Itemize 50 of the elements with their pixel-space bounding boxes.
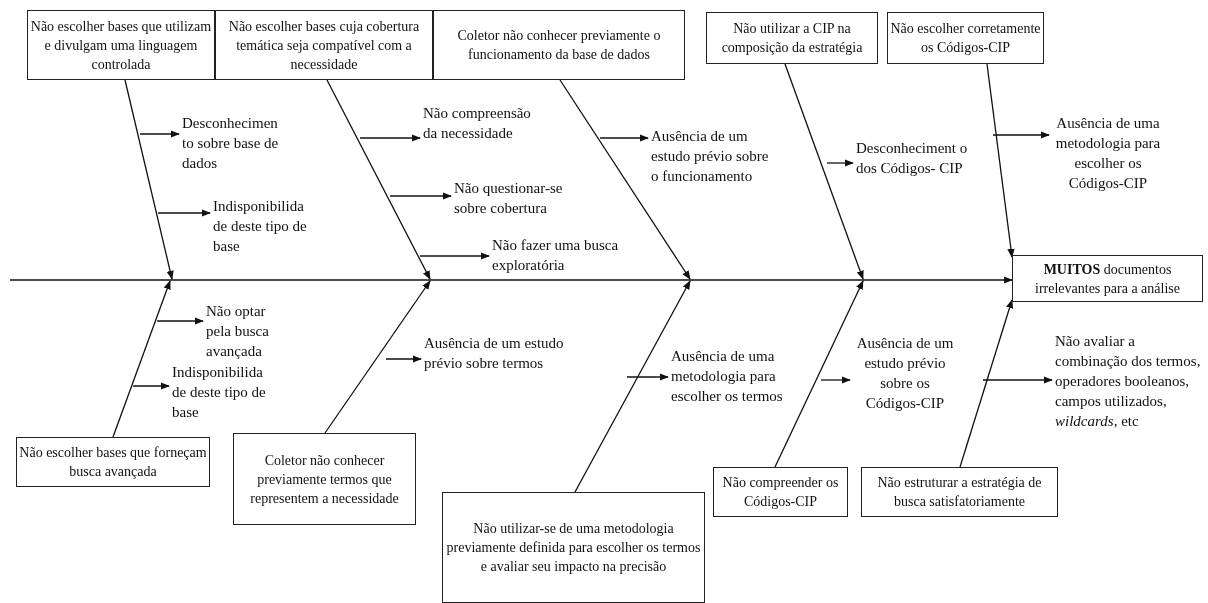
- arrow: [157, 209, 211, 217]
- sub-cause-text: Indisponibilida de deste tipo de base: [172, 362, 278, 424]
- arrow: [626, 373, 669, 381]
- cause-box: Não escolher bases que utilizam e divulgam uma linguagem controlada: [27, 10, 215, 80]
- sub-cause-text: Ausência de um estudo prévio sobre os Códigos-CIP: [853, 333, 957, 417]
- arrow: [359, 134, 421, 142]
- arrow: [132, 382, 170, 390]
- sub-cause-text: Ausência de um estudo prévio sobre o funcionamento: [651, 126, 773, 208]
- arrow: [820, 376, 851, 384]
- cause-box: Não escolher corretamente os Códigos-CIP: [887, 12, 1044, 64]
- sub-cause-text: Não avaliar a combinação dos termos, operadores booleanos, campos utilizados, wildcards, etc: [1055, 331, 1203, 453]
- sub-cause-text: Não compreensão da necessidade: [423, 103, 541, 165]
- arrow: [992, 131, 1050, 139]
- arrow: [784, 63, 864, 280]
- arrow: [326, 79, 431, 280]
- sub-cause-text: Indisponibilida de deste tipo de base: [213, 196, 319, 258]
- arrow: [774, 280, 864, 468]
- arrow: [574, 280, 691, 493]
- sub-cause-text: Ausência de uma metodologia para escolher os Códigos-CIP: [1052, 113, 1164, 215]
- arrow: [139, 130, 180, 138]
- arrow: [826, 159, 854, 167]
- cause-box: Não estruturar a estratégia de busca satisfatoriamente: [861, 467, 1058, 517]
- arrow: [9, 276, 1013, 284]
- cause-box: Não utilizar a CIP na composição da estratégia: [706, 12, 878, 64]
- arrow: [599, 134, 649, 142]
- sub-cause-text: Ausência de uma metodologia para escolher os termos: [671, 346, 793, 430]
- cause-box: Coletor não conhecer previamente termos que representem a necessidade: [233, 433, 416, 525]
- sub-cause-text: Não optar pela busca avançada: [206, 301, 294, 363]
- arrow: [112, 280, 171, 438]
- arrow: [385, 355, 422, 363]
- sub-cause-text: Ausência de um estudo prévio sobre termos: [424, 333, 596, 375]
- cause-box: Não escolher bases cuja cobertura temática seja compatível com a necessidade: [215, 10, 433, 80]
- sub-cause-text: Não fazer uma busca exploratória: [492, 235, 632, 277]
- arrow: [324, 280, 431, 434]
- arrow: [559, 79, 691, 280]
- arrow: [419, 252, 490, 260]
- sub-cause-text: Desconhecimen to sobre base de dados: [182, 113, 288, 175]
- cause-box: Não compreender os Códigos-CIP: [713, 467, 848, 517]
- arrow: [389, 192, 452, 200]
- arrow: [124, 79, 174, 280]
- cause-box: Coletor não conhecer previamente o funcionamento da base de dados: [433, 10, 685, 80]
- cause-box: Não utilizar-se de uma metodologia previamente definida para escolher os termos e avaliar seu impacto na precisão: [442, 492, 705, 603]
- arrow: [959, 299, 1014, 468]
- arrow: [156, 317, 204, 325]
- arrow: [982, 376, 1053, 384]
- cause-box: Não escolher bases que forneçam busca avançada: [16, 437, 210, 487]
- arrow: [986, 63, 1015, 258]
- sub-cause-text: Desconheciment o dos Códigos- CIP: [856, 138, 974, 200]
- sub-cause-text: Não questionar-se sobre cobertura: [454, 178, 584, 220]
- effect-box: MUITOS documentos irrelevantes para a análise: [1012, 255, 1203, 302]
